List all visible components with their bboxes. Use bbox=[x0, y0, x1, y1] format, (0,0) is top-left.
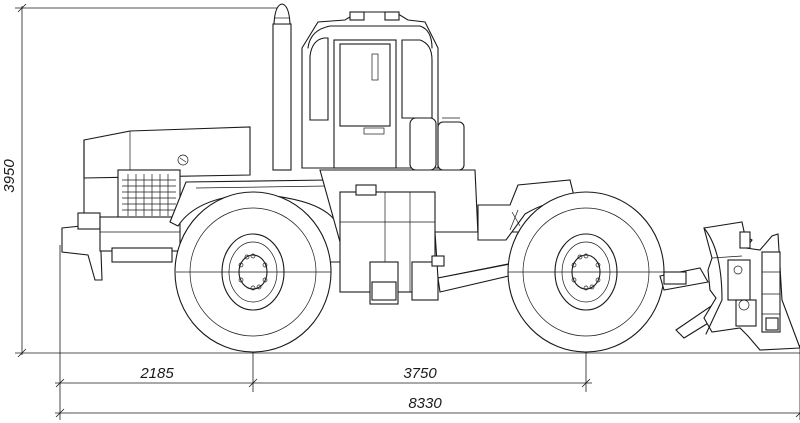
engine-hood bbox=[83, 126, 251, 216]
dim-height-label: 3950 bbox=[1, 159, 18, 193]
dim-overall-length-label: 8330 bbox=[408, 395, 442, 412]
radiator-grille bbox=[117, 169, 181, 221]
tractor-body bbox=[61, 3, 586, 305]
exhaust-stack bbox=[272, 3, 292, 171]
main-frame bbox=[319, 169, 527, 305]
dimension-lines bbox=[15, 3, 800, 420]
rear-wheel bbox=[507, 191, 665, 353]
dozer-blade bbox=[659, 221, 800, 351]
cab bbox=[301, 11, 439, 169]
dim-front-overhang-label: 2185 bbox=[139, 365, 174, 382]
front-wheel bbox=[174, 191, 332, 353]
dim-wheelbase-label: 3750 bbox=[403, 365, 437, 382]
front-bumper bbox=[61, 212, 181, 281]
side-tanks bbox=[409, 117, 465, 171]
